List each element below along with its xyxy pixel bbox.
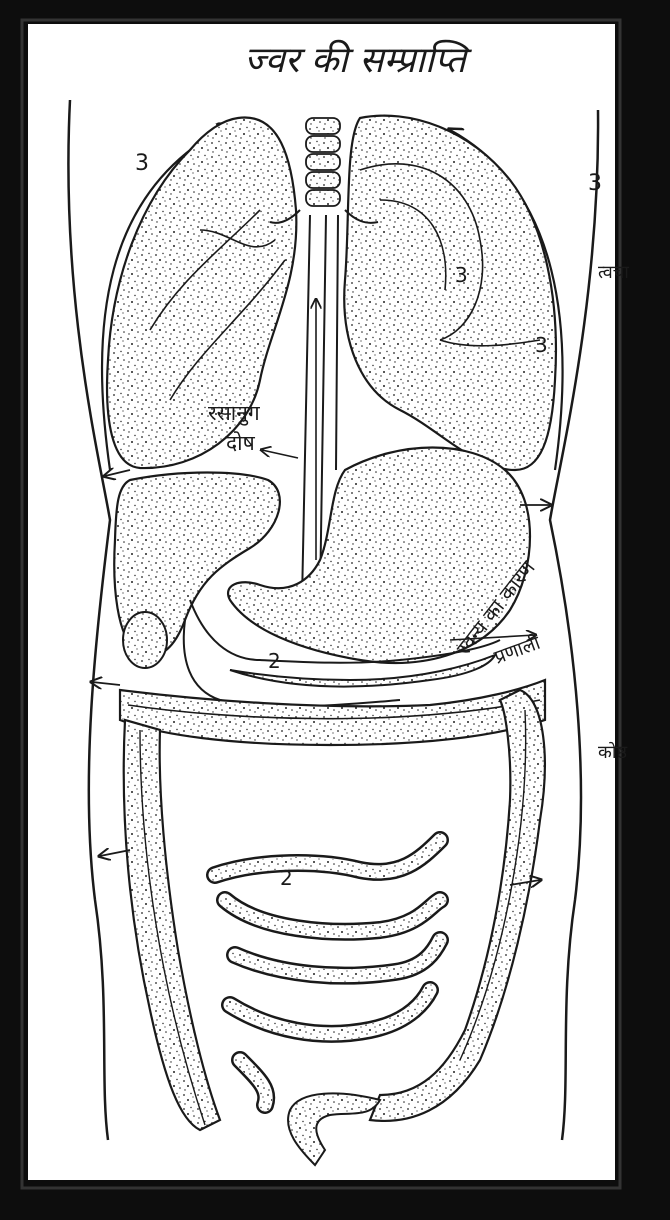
num-3-right-lung: 3 [455, 263, 468, 287]
diagram-title: ज्वर की सम्प्राप्ति [244, 39, 472, 81]
num-2-intestine: 2 [280, 866, 293, 890]
num-2-pancreas: 2 [268, 649, 281, 673]
label-skin: त्वचा [598, 262, 629, 283]
num-3-right-edge: 3 [535, 333, 548, 357]
num-3-top-left: 3 [135, 151, 149, 176]
label-rasanuga: रसानुग [208, 401, 261, 426]
gallbladder [123, 612, 167, 668]
label-koshtha: कोष्ठ [598, 741, 627, 763]
trachea [306, 118, 340, 206]
num-3-top-right: 3 [588, 171, 602, 196]
label-dosha: दोष [226, 431, 256, 455]
